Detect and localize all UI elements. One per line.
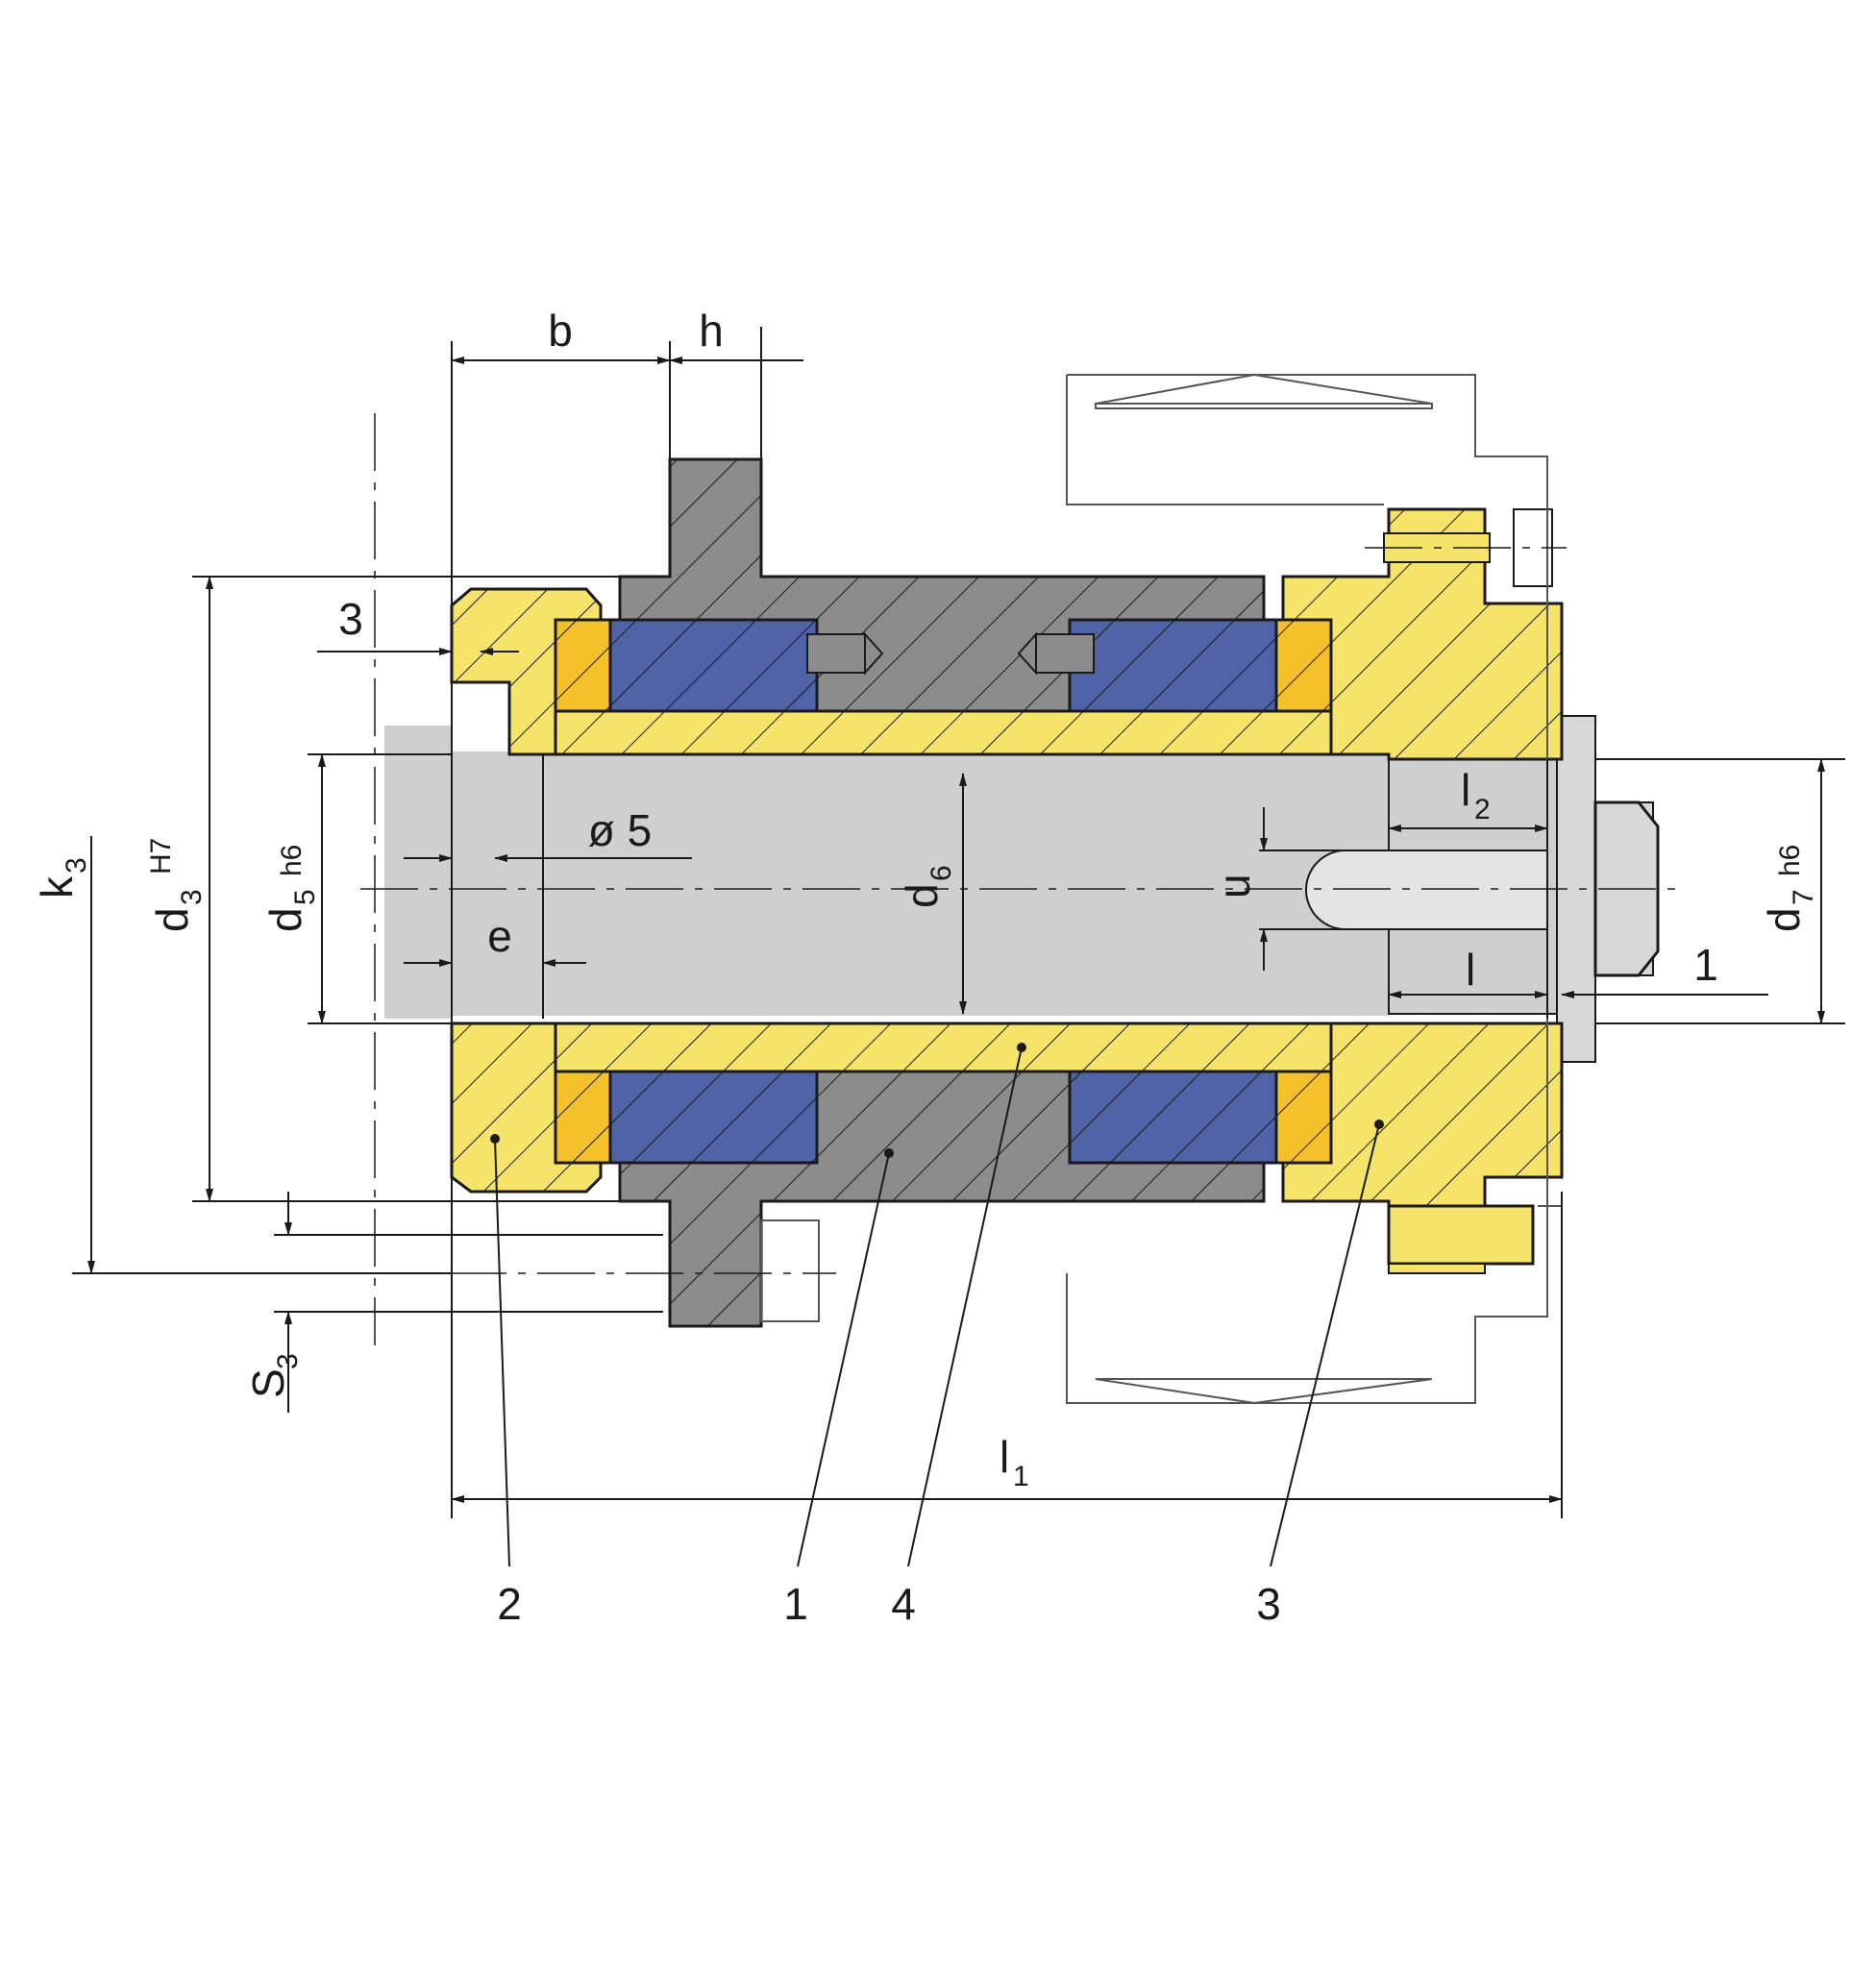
svg-text:7: 7 xyxy=(1788,889,1819,905)
flange-part-2 xyxy=(450,587,603,1194)
housing-outline xyxy=(760,373,1562,1405)
label-b: b xyxy=(548,306,573,356)
callout-2: 2 xyxy=(497,1579,522,1629)
svg-text:3: 3 xyxy=(61,857,92,874)
svg-text:6: 6 xyxy=(926,865,957,881)
svg-text:2: 2 xyxy=(1474,794,1491,825)
label-k3: k 3 xyxy=(32,857,92,899)
dimension-lines xyxy=(72,327,1845,1567)
svg-text:h6: h6 xyxy=(276,845,308,876)
svg-text:3: 3 xyxy=(272,1353,304,1369)
label-one: 1 xyxy=(1693,940,1718,990)
svg-text:d: d xyxy=(1759,907,1809,932)
label-e: e xyxy=(487,911,512,961)
svg-text:k: k xyxy=(32,875,82,899)
svg-text:S: S xyxy=(243,1368,293,1398)
label-d3: d 3 H7 xyxy=(145,838,208,932)
pressure-rings xyxy=(554,618,1333,1165)
svg-text:3: 3 xyxy=(176,889,208,905)
label-d5: d 5 h6 xyxy=(260,845,321,932)
label-l: l xyxy=(1466,945,1475,995)
callout-4: 4 xyxy=(891,1579,916,1629)
label-three-top: 3 xyxy=(338,594,363,644)
svg-text:h6: h6 xyxy=(1774,845,1806,876)
label-d7: d 7 h6 xyxy=(1759,845,1819,932)
svg-text:1: 1 xyxy=(1013,1461,1029,1492)
label-l2: l 2 xyxy=(1461,765,1491,825)
svg-text:l: l xyxy=(1000,1432,1009,1482)
svg-text:d: d xyxy=(897,883,947,908)
callout-1: 1 xyxy=(783,1579,808,1629)
svg-text:d: d xyxy=(260,907,310,932)
label-phi5: ø 5 xyxy=(588,805,652,855)
label-u: u xyxy=(1209,874,1259,899)
svg-text:l: l xyxy=(1461,765,1470,815)
callout-3: 3 xyxy=(1256,1579,1281,1629)
svg-text:d: d xyxy=(147,907,197,932)
center-lines xyxy=(360,413,1682,1345)
label-l1: l 1 xyxy=(1000,1432,1029,1492)
label-s3: S 3 xyxy=(243,1353,304,1398)
label-d6: d 6 xyxy=(897,865,957,908)
callout-dots xyxy=(490,1043,1384,1158)
svg-text:H7: H7 xyxy=(145,838,177,874)
sleeve-part-4 xyxy=(554,709,1333,1073)
svg-text:5: 5 xyxy=(289,889,321,905)
svg-text:u: u xyxy=(1209,874,1259,899)
label-h: h xyxy=(699,306,724,356)
